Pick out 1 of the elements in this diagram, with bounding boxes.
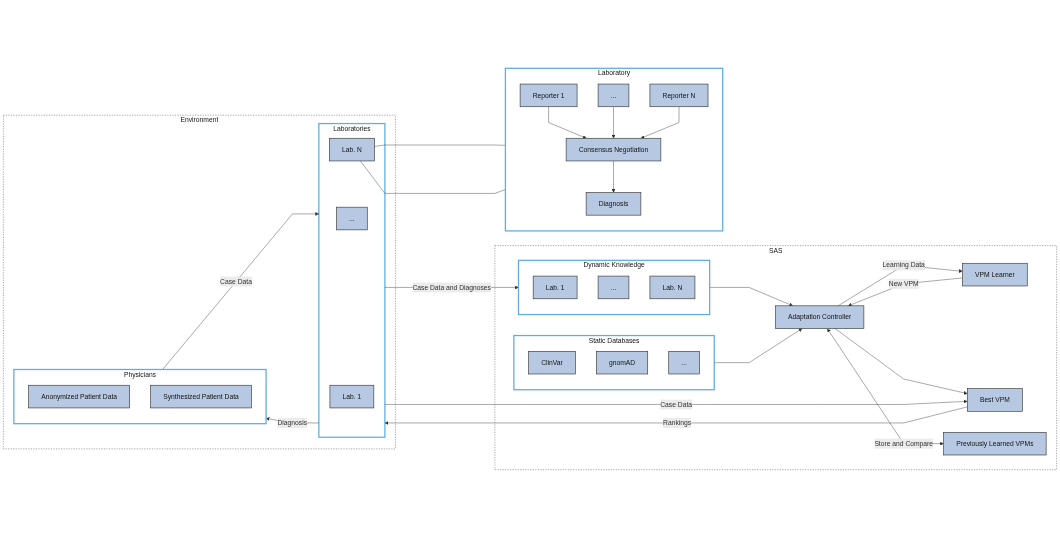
connector [374, 144, 506, 147]
